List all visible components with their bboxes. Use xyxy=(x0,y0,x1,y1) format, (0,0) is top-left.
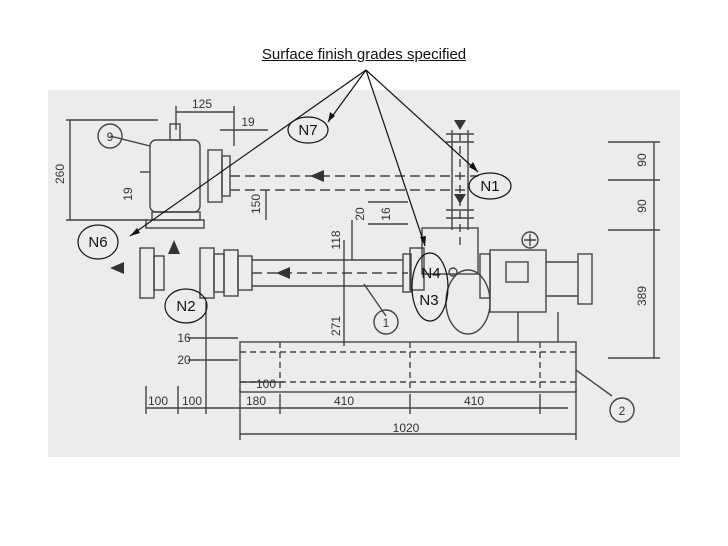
dim-90-lower: 90 xyxy=(635,199,649,213)
dim-100-c: 100 xyxy=(256,377,276,391)
part-number-9: 9 xyxy=(107,130,114,144)
part-number-2: 2 xyxy=(619,404,626,418)
leader-n6 xyxy=(129,69,367,237)
leader-n1 xyxy=(365,69,479,173)
dim-150: 150 xyxy=(249,194,263,214)
base-frame xyxy=(239,341,577,393)
dim-16-mid: 16 xyxy=(379,207,393,221)
grade-n3: N3 xyxy=(419,292,438,309)
dim-410-a: 410 xyxy=(334,394,354,408)
dim-20-left: 20 xyxy=(177,353,191,367)
grade-n4: N4 xyxy=(421,265,440,282)
dim-19-side: 19 xyxy=(121,187,135,201)
dim-19-top: 19 xyxy=(241,115,255,129)
dim-410-b: 410 xyxy=(464,394,484,408)
dim-389: 389 xyxy=(635,286,649,306)
leader-n4 xyxy=(365,69,426,247)
dim-260: 260 xyxy=(53,164,67,184)
dim-125: 125 xyxy=(192,97,212,111)
dim-1020: 1020 xyxy=(393,421,420,435)
ellipse-n6 xyxy=(77,224,119,260)
dim-180: 180 xyxy=(246,394,266,408)
ellipse-n2 xyxy=(164,288,208,324)
dim-271: 271 xyxy=(329,316,343,336)
dim-20-mid: 20 xyxy=(353,207,367,221)
grade-n2: N2 xyxy=(176,298,195,315)
dim-100-b: 100 xyxy=(182,394,202,408)
dim-16-left: 16 xyxy=(177,331,191,345)
dim-90-upper: 90 xyxy=(635,153,649,167)
grade-n1: N1 xyxy=(480,178,499,195)
grade-n6: N6 xyxy=(88,234,107,251)
dim-118: 118 xyxy=(329,230,343,249)
part-number-1: 1 xyxy=(383,316,390,330)
ellipse-n7 xyxy=(287,116,329,144)
engineering-drawing: 9 1 2 125 19 260 19 150 90 90 389 118 20… xyxy=(48,90,680,457)
grade-n7: N7 xyxy=(298,122,317,139)
ellipse-n3-n4 xyxy=(411,252,449,322)
slide-title: Surface finish grades specified xyxy=(261,46,467,63)
dim-100-a: 100 xyxy=(148,394,168,408)
drawing-linework: 9 1 2 125 19 260 19 150 90 90 389 118 20… xyxy=(53,97,660,440)
ellipse-n1 xyxy=(468,172,512,200)
leader-n7 xyxy=(327,69,367,123)
